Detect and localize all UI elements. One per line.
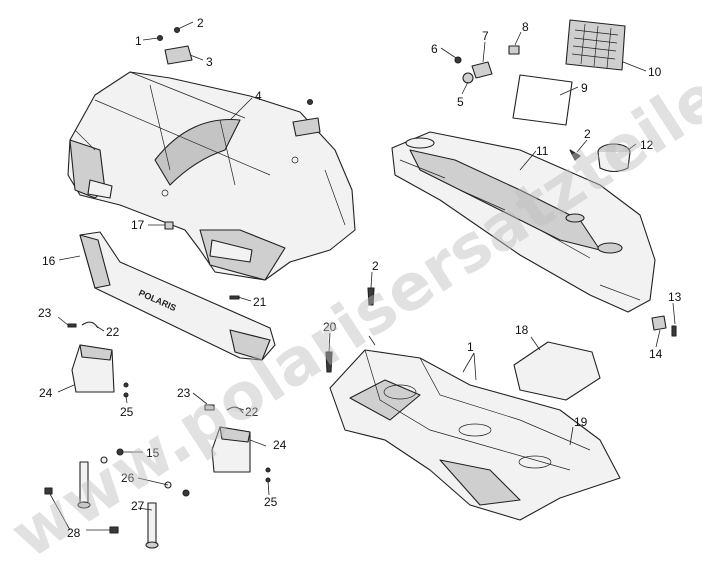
- screw-part: [156, 26, 314, 106]
- callout-4: 4: [255, 89, 262, 103]
- front-fascia-part: POLARIS: [79, 231, 276, 361]
- callout-21: 21: [253, 295, 267, 309]
- callout-26: 26: [121, 471, 135, 485]
- callout-14: 14: [649, 347, 663, 361]
- floor-pan-part: [329, 349, 621, 521]
- callout-5: 5: [457, 95, 464, 109]
- callout-22: 22: [106, 325, 120, 339]
- callout-3: 3: [206, 55, 213, 69]
- dash-bin-part: [391, 131, 656, 313]
- callout-17: 17: [131, 218, 145, 232]
- callout-25b: 25: [264, 495, 278, 509]
- callout-20: 20: [323, 320, 337, 334]
- callout-7: 7: [482, 29, 489, 43]
- callout-27: 27: [131, 499, 145, 513]
- callout-24: 24: [39, 386, 53, 400]
- bracket-parts: [44, 448, 190, 549]
- callout-23b: 23: [177, 386, 191, 400]
- callout-1: 1: [135, 34, 142, 48]
- hood-cowl-part: [67, 71, 356, 281]
- callout-24b: 24: [273, 438, 287, 452]
- callout-16: 16: [42, 254, 56, 268]
- callout-11: 11: [536, 144, 549, 158]
- headlight-bezel-part: [71, 344, 251, 473]
- callout-labels: 1 2 3 4 6 7 8 5 10 9 2 12 11 17 16 2 21 …: [38, 16, 682, 540]
- storage-lid-part: [565, 19, 626, 71]
- small-hardware: [67, 149, 677, 483]
- pad-part: [513, 341, 601, 401]
- callout-15: 15: [146, 446, 160, 460]
- callout-25: 25: [120, 405, 134, 419]
- callout-23: 23: [38, 306, 52, 320]
- hinge-plate-part: [164, 45, 321, 137]
- callout-19: 19: [574, 415, 588, 429]
- seal-part: [512, 74, 573, 126]
- callout-22b: 22: [245, 405, 259, 419]
- callout-18: 18: [515, 323, 529, 337]
- callout-10: 10: [648, 65, 662, 79]
- latch-hardware: [454, 45, 520, 84]
- callout-1b: 1: [467, 340, 474, 354]
- callout-13: 13: [668, 290, 682, 304]
- callout-2b: 2: [584, 127, 591, 141]
- callout-2: 2: [197, 16, 204, 30]
- leader-lines: [49, 21, 676, 531]
- callout-9: 9: [581, 81, 588, 95]
- cap-part: [597, 143, 631, 173]
- callout-28: 28: [67, 526, 81, 540]
- callout-12: 12: [640, 138, 654, 152]
- callout-8: 8: [522, 20, 529, 34]
- callout-6: 6: [431, 42, 438, 56]
- callout-2c: 2: [372, 259, 379, 273]
